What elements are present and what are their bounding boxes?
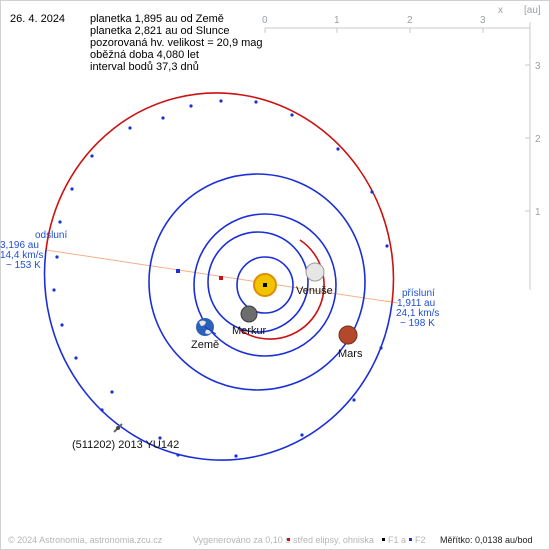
aphelion-speed: 14,4 km/s <box>0 250 43 261</box>
y-tick-3: 3 <box>535 61 541 72</box>
x-tick-2: 2 <box>407 15 413 26</box>
mars-icon <box>338 325 358 345</box>
venus-icon <box>305 262 325 282</box>
perihelion-title: přísluní <box>402 288 435 299</box>
center-legend-marker <box>287 538 290 541</box>
scale-text: Měřítko: 0,0138 au/bod <box>440 535 533 545</box>
venus-label: Venuše <box>296 285 333 297</box>
x-tick-3: 3 <box>480 15 486 26</box>
perihelion-annotation: přísluní 1,911 au 24,1 km/s ~ 198 K <box>396 288 439 329</box>
info-earth-distance: planetka 1,895 au od Země <box>90 13 224 25</box>
mercury-orbit <box>236 256 294 314</box>
legend-f1-text: F1 a <box>388 535 406 545</box>
sun-icon <box>253 273 277 297</box>
asteroid-info: planetka 1,895 au od Země planetka 2,821… <box>90 13 263 73</box>
legend-f2-text: F2 <box>415 535 426 545</box>
generated-text: Vygenerováno za 0,10 s <box>193 535 290 545</box>
perihelion-speed: 24,1 km/s <box>396 308 439 319</box>
y-tick-2: 2 <box>535 134 541 145</box>
aphelion-temperature: ~ 153 K <box>6 260 41 271</box>
info-sun-distance: planetka 2,821 au od Slunce <box>90 25 230 37</box>
asteroid-orbit-far <box>45 92 395 304</box>
mars-label: Mars <box>338 348 363 360</box>
earth-orbit <box>193 213 337 357</box>
unit-label: [au] <box>524 5 541 16</box>
y-tick-1: 1 <box>535 207 541 218</box>
asteroid-label: (511202) 2013 YU142 <box>72 439 179 451</box>
mars-orbit-red-segment <box>239 239 325 340</box>
mars-orbit <box>148 173 366 391</box>
date-label: 26. 4. 2024 <box>10 13 66 25</box>
f1-legend-marker <box>382 538 385 541</box>
focus-f2-marker <box>176 269 180 273</box>
info-period: oběžná doba 4,080 let <box>90 49 199 61</box>
info-magnitude: pozorovaná hv. velikost = 20,9 mag <box>90 37 263 49</box>
f2-legend-marker <box>409 538 412 541</box>
x-tick-0: 0 <box>262 15 268 26</box>
footer: © 2024 Astronomia, astronomia.zcu.cz Vyg… <box>8 535 533 545</box>
ellipse-center-marker <box>219 276 223 280</box>
copyright-text: © 2024 Astronomia, astronomia.zcu.cz <box>8 535 163 545</box>
asteroid-icon <box>113 423 123 433</box>
orbit-dots <box>52 99 389 458</box>
legend-center-text: střed elipsy, ohniska <box>293 535 374 545</box>
x-tick-1: 1 <box>334 15 340 26</box>
aphelion-distance: 3,196 au <box>0 240 39 251</box>
axes: 0 1 2 3 x [au] 3 2 1 <box>262 5 541 290</box>
mercury-icon <box>240 305 258 323</box>
perihelion-temperature: ~ 198 K <box>400 318 435 329</box>
perihelion-distance: 1,911 au <box>397 298 435 309</box>
asteroid-orbit-near <box>43 249 393 461</box>
earth-label: Země <box>191 339 219 351</box>
venus-orbit <box>207 231 309 333</box>
info-point-interval: interval bodů 37,3 dnů <box>90 61 199 73</box>
aphelion-title: odsluní <box>35 230 67 241</box>
x-axis-label: x <box>498 5 503 16</box>
mercury-label: Merkur <box>232 325 267 337</box>
aphelion-annotation: odsluní 3,196 au 14,4 km/s ~ 153 K <box>0 230 67 271</box>
